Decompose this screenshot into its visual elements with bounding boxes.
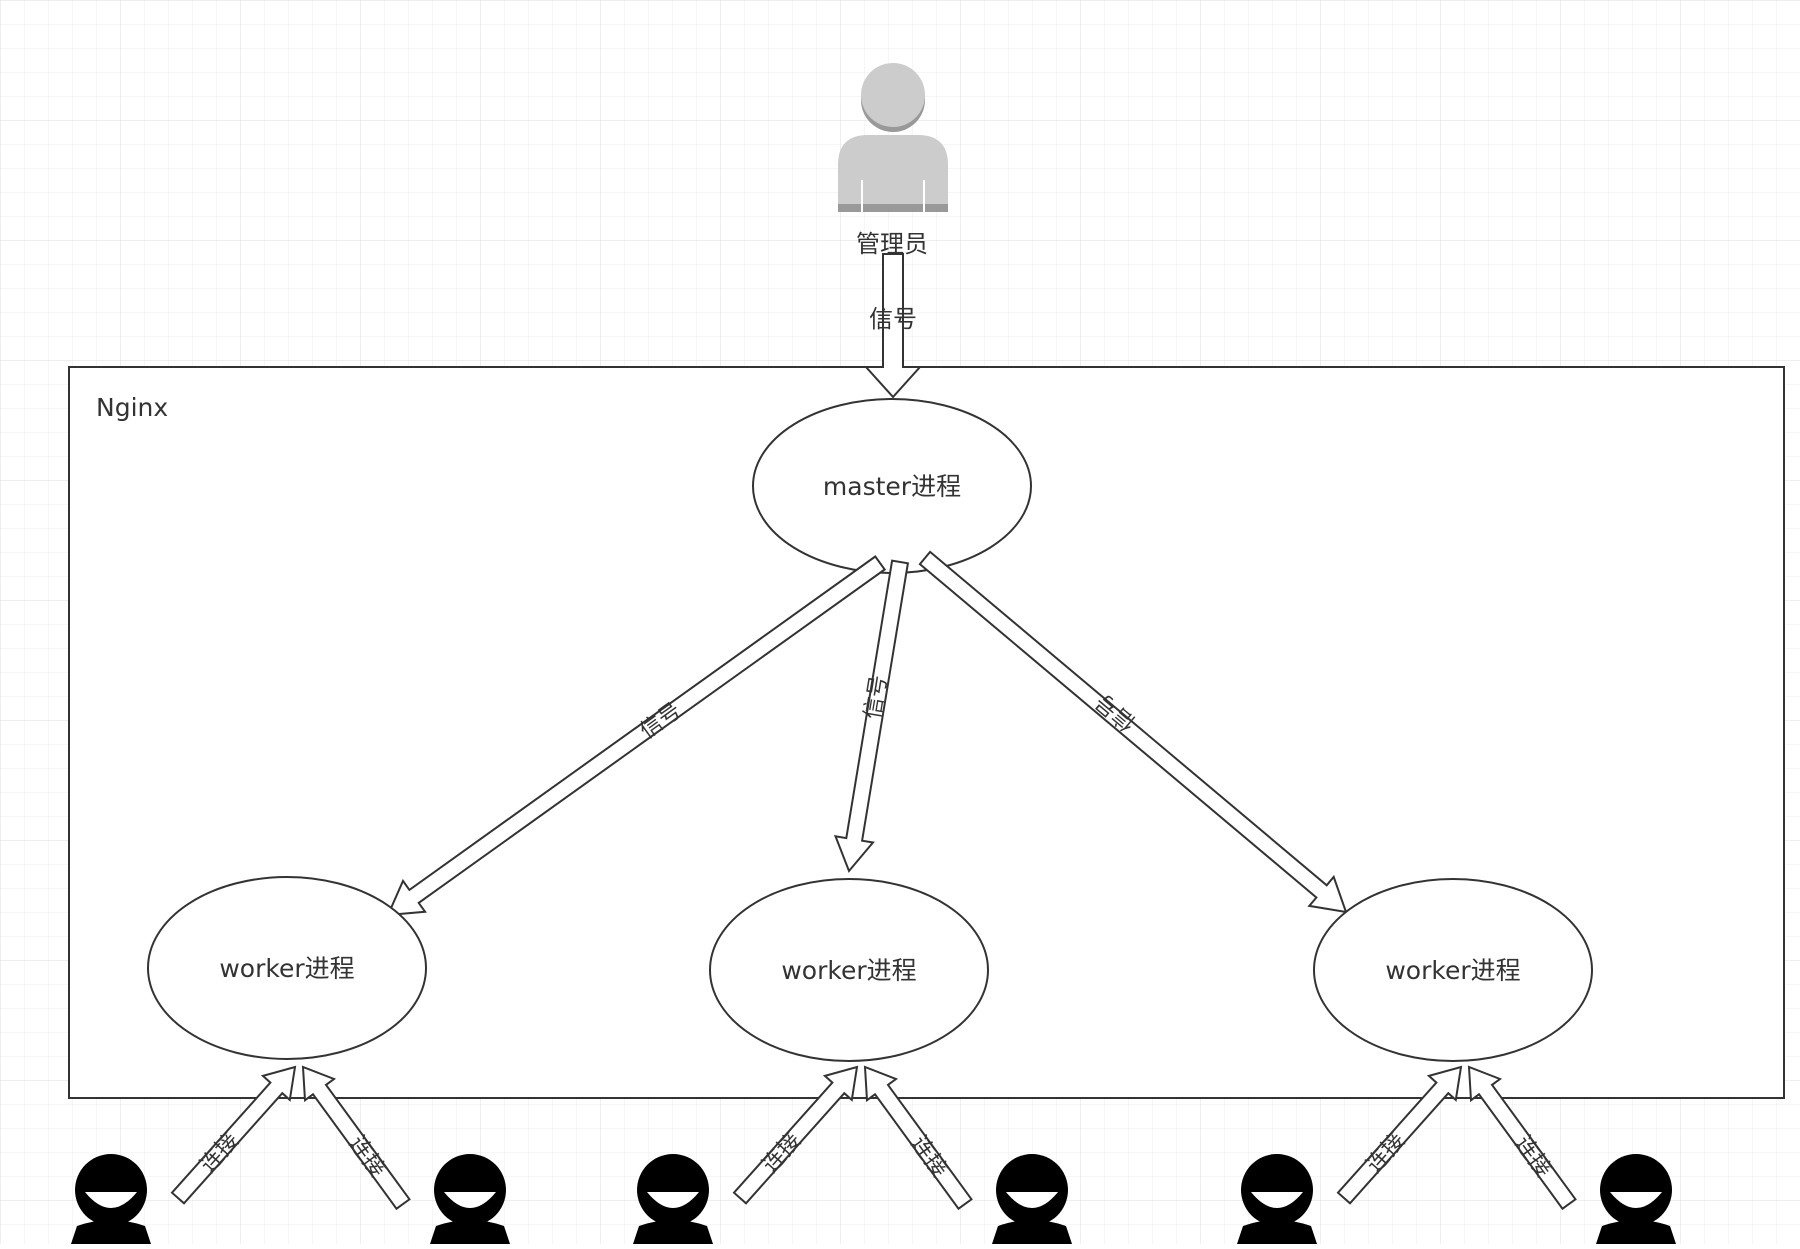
connection-arrow-1-1 — [170, 1065, 297, 1205]
client-user-icon — [430, 1154, 510, 1244]
worker-process-node-1[interactable] — [147, 876, 427, 1060]
nginx-container-label: Nginx — [96, 393, 168, 422]
connection-arrow-2-2 — [863, 1065, 973, 1211]
connection-arrow-2-1 — [732, 1065, 859, 1205]
client-user-icon — [1237, 1154, 1317, 1244]
client-user-icon — [992, 1154, 1072, 1244]
connection-arrow-1-2 — [301, 1065, 411, 1211]
signal-arrow-2 — [833, 559, 910, 873]
worker-process-label-2: worker进程 — [781, 956, 916, 985]
master-process-label: master进程 — [823, 472, 961, 501]
admin-signal-arrow — [863, 253, 923, 399]
worker-process-node-3[interactable] — [1313, 878, 1593, 1062]
admin-user-icon — [838, 63, 948, 212]
signal-arrow-3 — [918, 550, 1348, 914]
arrows-layer — [170, 550, 1577, 1211]
admin-signal-label: 信号 — [869, 305, 917, 333]
client-user-icon — [633, 1154, 713, 1244]
connection-arrow-3-1 — [1336, 1065, 1463, 1205]
worker-process-label-1: worker进程 — [219, 954, 354, 983]
connection-arrow-3-2 — [1467, 1065, 1577, 1211]
workers-layer: worker进程 worker进程 worker进程 — [147, 876, 1593, 1062]
clients-layer — [71, 1154, 1676, 1244]
worker-process-label-3: worker进程 — [1385, 956, 1520, 985]
client-user-icon — [1596, 1154, 1676, 1244]
signal-arrow-1 — [386, 555, 887, 917]
worker-process-node-2[interactable] — [709, 878, 989, 1062]
client-user-icon — [71, 1154, 151, 1244]
